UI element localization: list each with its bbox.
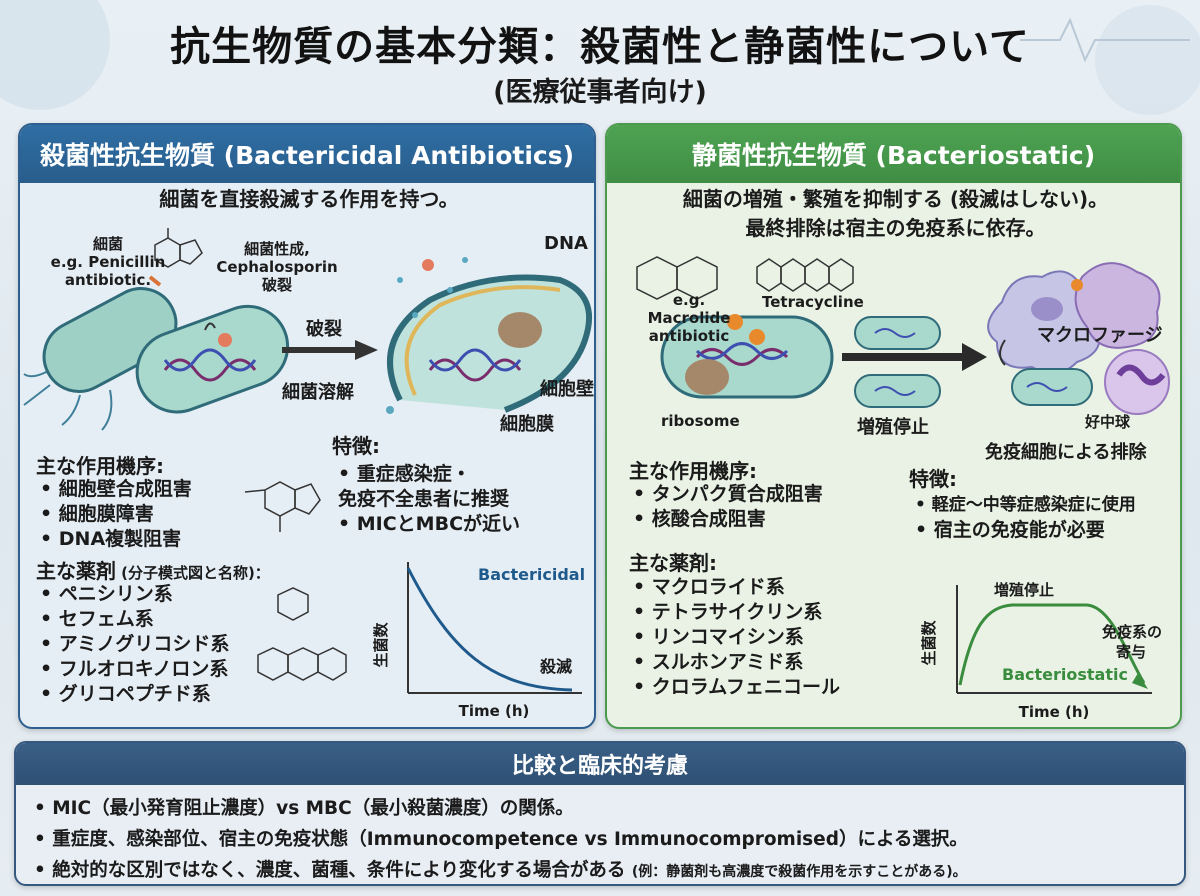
ribosome-label: ribosome [661, 412, 740, 430]
cell-membrane-label: 細胞膜 [500, 414, 554, 435]
list-item: フルオロキノロン系 [40, 657, 229, 682]
chart-x-label: Time (h) [459, 702, 530, 720]
bactericidal-curve [406, 567, 573, 692]
neutrophil-illustration [1104, 349, 1170, 415]
bactericidal-description: 細菌を直接殺滅する作用を持つ。 [159, 187, 459, 211]
immune-contribution-line1: 免疫系の [1102, 623, 1162, 641]
macrophage-illustration [987, 262, 1161, 375]
penicillin-molecule-sketch [154, 228, 203, 268]
macrolide-label: e.g. Macrolide antibiotic [647, 291, 731, 345]
molecule-structure-sketch [244, 481, 321, 532]
immune-contribution-annotation: 免疫系の 寄与 [1102, 623, 1167, 661]
cleared-bacterium-illustration [999, 339, 1093, 406]
bactericidal-panel: 殺菌性抗生物質 (Bactericidal Antibiotics) 細菌を直接… [18, 123, 596, 729]
rupture-label: 破裂 [306, 319, 342, 340]
chart-y-label: 生菌数 [920, 620, 938, 666]
dna-label: DNA [544, 233, 588, 254]
bacteriostatic-description-line1: 細菌の増殖・繁殖を抑制する (殺滅はしない)。 [682, 187, 1109, 211]
comparison-item-text: 絶対的な区別ではなく、濃度、菌種、条件により変化する場合がある [52, 860, 626, 881]
immune-clearance-label: 免疫細胞による排除 [985, 442, 1147, 463]
comparison-item-text: MIC（最小発育阻止濃度）vs MBC（最小殺菌濃度）の関係。 [52, 798, 574, 819]
list-item: 軽症〜中等症感染症に使用 [915, 493, 1136, 518]
chart-y-label: 生菌数 [372, 622, 390, 668]
chart-x-label: Time (h) [1019, 703, 1090, 721]
list-item: テトラサイクリン系 [633, 600, 840, 625]
neutrophil-label: 好中球 [1085, 413, 1131, 431]
list-item: リンコマイシン系 [633, 625, 840, 650]
bacterium-label: 細菌 e.g. Penicillin antibiotic. [50, 235, 166, 289]
kill-annotation: 殺滅 [539, 657, 572, 676]
comparison-item-text: 重症度、感染部位、宿主の免疫状態（Immunocompetence vs Imm… [52, 829, 968, 850]
rupture-arrow [282, 340, 378, 360]
drug-molecule-sketch [257, 587, 347, 681]
bacteriostatic-mechanism-list: タンパク質合成阻害 核酸合成阻害 [633, 482, 823, 532]
cephalosporin-label: 細菌性成, Cephalosporin 破裂 [216, 240, 338, 294]
list-item: スルホンアミド系 [633, 650, 840, 675]
bactericidal-drug-list: ペニシリン系 セフェム系 アミノグリコシド系 フルオロキノロン系 グリコペプチド… [40, 582, 230, 707]
page-subtitle: (医療従事者向け) [493, 77, 707, 108]
growth-stop-arrow [842, 343, 987, 371]
bactericidal-drugs-header: 主な薬剤 (分子模式図と名称)： [36, 555, 270, 584]
bactericidal-chart: Bactericidal 生菌数 Time (h) 殺滅 [372, 562, 585, 720]
list-item: グリコペプチド系 [40, 682, 229, 707]
cell-wall-label: 細胞壁 [540, 379, 594, 400]
bacteriostatic-series-label: Bacteriostatic [1002, 665, 1128, 684]
growth-stop-label: 増殖停止 [857, 417, 929, 438]
lysis-label: 細菌溶解 [282, 382, 354, 403]
stalled-bacteria-illustration [854, 316, 941, 408]
list-item: DNA複製阻害 [40, 527, 192, 552]
list-item: MIC（最小発育阻止濃度）vs MBC（最小殺菌濃度）の関係。 [34, 793, 1184, 824]
list-item: 重症感染症・ 免疫不全患者に推奨 [338, 462, 520, 512]
macrolide-molecule-sketch [636, 256, 718, 300]
comparison-section: 比較と臨床的考慮 MIC（最小発育阻止濃度）vs MBC（最小殺菌濃度）の関係。… [14, 741, 1186, 886]
bacteriostatic-heading: 静菌性抗生物質 (Bacteriostatic) [607, 125, 1180, 183]
bacteriostatic-features-title: 特徴: [909, 467, 957, 491]
bacteriostatic-chart: 増殖停止 免疫系の 寄与 Bacteriostatic 生菌数 Time (h) [920, 581, 1167, 721]
inhibited-bacterium-illustration [660, 314, 834, 399]
bactericidal-features-list: 重症感染症・ 免疫不全患者に推奨 MICとMBCが近い [338, 462, 520, 537]
growth-stop-annotation: 増殖停止 [994, 581, 1054, 599]
bacteriostatic-description-line2: 最終排除は宿主の免疫系に依存。 [745, 216, 1046, 240]
comparison-item-note: (例：静菌剤も高濃度で殺菌作用を示すことがある)。 [631, 864, 967, 880]
bactericidal-drugs-note: (分子模式図と名称)： [121, 564, 270, 582]
ruptured-bacterium-illustration [386, 257, 593, 414]
immune-contribution-line2: 寄与 [1116, 643, 1146, 661]
macrophage-label: マクロファージ [1037, 325, 1163, 346]
tetracycline-molecule-sketch [756, 258, 854, 292]
ribosome-shape [685, 359, 729, 395]
bacteriostatic-illustration [636, 256, 1170, 415]
bacteriostatic-panel: 静菌性抗生物質 (Bacteriostatic) 細菌の増殖・繁殖を抑制する (… [605, 123, 1182, 729]
bactericidal-illustration [23, 228, 593, 431]
list-item: 細胞壁合成阻害 [40, 477, 192, 502]
list-item: クロラムフェニコール [633, 675, 840, 700]
bacterium-illustration [23, 275, 178, 431]
list-item: MICとMBCが近い [338, 512, 520, 537]
list-item: ペニシリン系 [40, 582, 229, 607]
bacteriostatic-drugs-title: 主な薬剤: [629, 551, 717, 575]
list-item: セフェム系 [40, 607, 229, 632]
bacteriostatic-mechanism-title: 主な作用機序: [629, 459, 757, 483]
list-item: 宿主の免疫能が必要 [915, 518, 1136, 543]
list-item: 細胞膜障害 [40, 502, 192, 527]
list-item: 重症度、感染部位、宿主の免疫状態（Immunocompetence vs Imm… [34, 824, 1184, 855]
bacterium-dna-illustration [135, 304, 290, 414]
list-item: タンパク質合成阻害 [633, 482, 823, 507]
comparison-heading: 比較と臨床的考慮 [16, 743, 1184, 785]
list-item: 絶対的な区別ではなく、濃度、菌種、条件により変化する場合がある (例：静菌剤も高… [34, 855, 1184, 884]
list-item: マクロライド系 [633, 575, 840, 600]
bactericidal-drugs-title: 主な薬剤 [36, 559, 116, 583]
list-item: アミノグリコシド系 [40, 632, 230, 657]
bacteriostatic-curve [958, 603, 1146, 686]
bacteriostatic-drug-list: マクロライド系 テトラサイクリン系 リンコマイシン系 スルホンアミド系 クロラム… [633, 575, 840, 700]
bactericidal-heading: 殺菌性抗生物質 (Bactericidal Antibiotics) [20, 125, 594, 183]
bactericidal-mechanism-list: 細胞壁合成阻害 細胞膜障害 DNA複製阻害 [40, 477, 192, 552]
bacteriostatic-features-list: 軽症〜中等症感染症に使用 宿主の免疫能が必要 [915, 493, 1136, 543]
bactericidal-series-label: Bactericidal [478, 565, 585, 584]
comparison-list: MIC（最小発育阻止濃度）vs MBC（最小殺菌濃度）の関係。 重症度、感染部位… [16, 785, 1184, 884]
bactericidal-features-title: 特徴: [332, 434, 380, 458]
bactericidal-mechanism-title: 主な作用機序: [36, 454, 164, 478]
tetracycline-label: Tetracycline [762, 293, 864, 311]
page-title: 抗生物質の基本分類：殺菌性と静菌性について [170, 24, 1030, 70]
list-item: 核酸合成阻害 [633, 507, 823, 532]
